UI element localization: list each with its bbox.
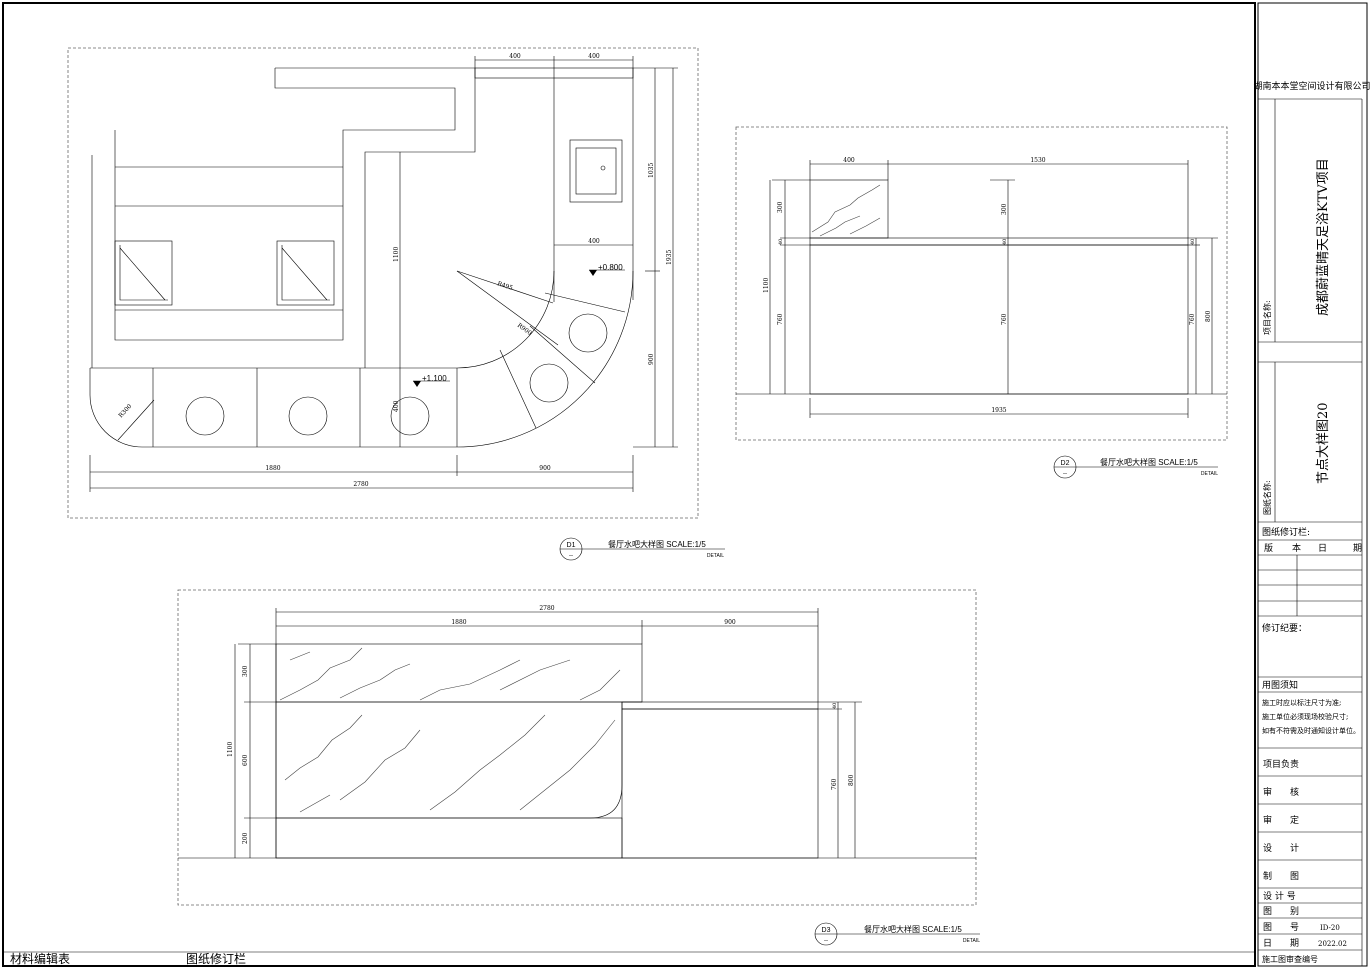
sheet-label: 图 别 (1263, 906, 1299, 917)
elev2-dim-400: 400 (843, 157, 855, 164)
elev2-dim-1100: 1100 (763, 278, 770, 293)
materials-table-label: 材料编辑表 (10, 951, 70, 966)
date-value: 2022.02 (1318, 940, 1347, 948)
project-name-label: 项目名称: (1262, 300, 1272, 335)
detail-title-d2-text: 餐厅水吧大样图 SCALE:1/5 (1100, 457, 1198, 467)
elev3-dim-900: 900 (724, 619, 736, 626)
level-marker-0800 (589, 270, 597, 276)
drawing-name-label: 图纸名称: (1262, 480, 1272, 515)
dim-1035: 1035 (648, 163, 655, 178)
dim-r300: R300 (117, 403, 133, 420)
revision-bar-label: 图纸修订栏 (186, 951, 246, 966)
detail-title-d3: D3 -- 餐厅水吧大样图 SCALE:1/5 DETAIL (814, 922, 980, 946)
level-1100: +1.100 (422, 374, 447, 383)
elev3-dim-600: 600 (242, 754, 249, 766)
level-marker-1100 (413, 381, 421, 387)
dim-900-v: 900 (648, 353, 655, 365)
level-0800: +0.800 (598, 263, 623, 272)
sink (569, 139, 623, 203)
elev2-dim-40c: 40 (1190, 239, 1196, 245)
sheet-no-label: 图 号 (1263, 922, 1299, 933)
elev3-dim-760: 760 (831, 778, 838, 790)
elev2-dim-1935: 1935 (991, 407, 1006, 414)
elevation-d3: 2780 1880 900 300 600 200 1100 40 760 80… (177, 589, 977, 906)
dim-1880: 1880 (265, 465, 280, 472)
design-no-label: 设 计 号 (1263, 890, 1296, 902)
review-no-label: 施工图审查编号 (1262, 954, 1318, 964)
notice-line-3: 如有不符需及时通知设计单位。 (1262, 726, 1360, 735)
dim-top-400a: 400 (509, 53, 521, 60)
elevation-d2: 400 1530 300 40 760 1100 300 40 760 40 7… (735, 126, 1228, 441)
project-name: 成都蔚蓝晴天足浴KTV项目 (1316, 158, 1331, 316)
elev2-dim-760a: 760 (777, 313, 784, 325)
dim-400-mid: 400 (588, 238, 600, 245)
role-review: 审 核 (1263, 786, 1299, 798)
detail-tag-d1: D1 (567, 542, 576, 549)
dim-top-400b: 400 (588, 53, 600, 60)
elev2-dim-760b: 760 (1001, 313, 1008, 325)
dim-900: 900 (539, 465, 551, 472)
detail-tag-d2: D2 (1061, 460, 1070, 467)
elev3-dim-2780: 2780 (539, 605, 554, 612)
dim-1100: 1100 (393, 247, 400, 262)
dim-400-v: 400 (393, 400, 400, 412)
revision-label: 图纸修订栏: (1262, 526, 1310, 538)
detail-label-d3: DETAIL (963, 938, 980, 944)
elev3-frame (177, 589, 977, 906)
detail-label-d1: DETAIL (707, 553, 724, 559)
rev-col-2: 本 (1292, 542, 1301, 554)
role-approve: 审 定 (1263, 814, 1299, 826)
detail-title-d1: D1 -- 餐厅水吧大样图 SCALE:1/5 DETAIL (559, 537, 725, 561)
elev3-dim-40: 40 (832, 703, 838, 709)
detail-label-d2: DETAIL (1201, 471, 1218, 477)
elev3-dim-800: 800 (848, 774, 855, 786)
dim-r495: R495 (496, 280, 514, 292)
dim-1935: 1935 (666, 250, 673, 265)
elev2-dim-300b: 300 (1001, 203, 1008, 215)
role-design: 设 计 (1263, 842, 1299, 854)
sheet-border (2, 2, 1256, 967)
title-block-border (1257, 2, 1368, 967)
drawing-name: 节点大样图20 (1316, 402, 1331, 484)
elev2-dim-300a: 300 (777, 201, 784, 213)
elev3-dim-300: 300 (242, 665, 249, 677)
sheet-no: ID-20 (1320, 924, 1340, 932)
dim-2780: 2780 (353, 481, 368, 488)
company-name: 湖南本本堂空间设计有限公司 (1253, 80, 1370, 92)
notice-line-1: 施工时应以标注尺寸为准; (1262, 698, 1341, 707)
plan-view-d1: R495 R900 R300 +0.800 +1.100 400 400 400… (67, 47, 699, 519)
detail-sub-d3: -- (824, 938, 828, 944)
rev-col-4: 期 (1353, 543, 1362, 554)
detail-sub-d1: -- (569, 553, 573, 559)
detail-title-d1-text: 餐厅水吧大样图 SCALE:1/5 (608, 539, 706, 549)
detail-tag-d3: D3 (822, 927, 831, 934)
elev3-dim-1880: 1880 (451, 619, 466, 626)
detail-title-d3-text: 餐厅水吧大样图 SCALE:1/5 (864, 924, 962, 934)
detail-title-d2: D2 -- 餐厅水吧大样图 SCALE:1/5 DETAIL (1053, 455, 1218, 479)
elev2-dim-40a: 40 (778, 239, 784, 245)
elev3-dim-1100: 1100 (227, 742, 234, 757)
elev2-frame (735, 126, 1228, 441)
notice-title: 用图须知 (1262, 679, 1298, 691)
elev2-dim-40b: 40 (1002, 239, 1008, 245)
plan-frame (67, 47, 699, 519)
rev-col-3: 日 (1318, 543, 1327, 554)
notice-line-2: 施工单位必须现场校验尺寸; (1262, 712, 1348, 721)
elev2-dim-1530: 1530 (1030, 157, 1045, 164)
revision-note-label: 修订纪要： (1262, 622, 1307, 634)
role-draw: 制 图 (1263, 870, 1299, 882)
elev2-dim-760c: 760 (1189, 313, 1196, 325)
title-block: 湖南本本堂空间设计有限公司 项目名称: 成都蔚蓝晴天足浴KTV项目 图纸名称: … (1253, 80, 1370, 966)
rev-col-1: 版 (1264, 542, 1273, 554)
role-project-lead: 项目负责 (1263, 758, 1299, 770)
elev3-dim-200: 200 (242, 832, 249, 844)
detail-sub-d2: -- (1063, 471, 1067, 477)
date-label: 日 期 (1263, 938, 1299, 949)
elev2-dim-800: 800 (1205, 310, 1212, 322)
